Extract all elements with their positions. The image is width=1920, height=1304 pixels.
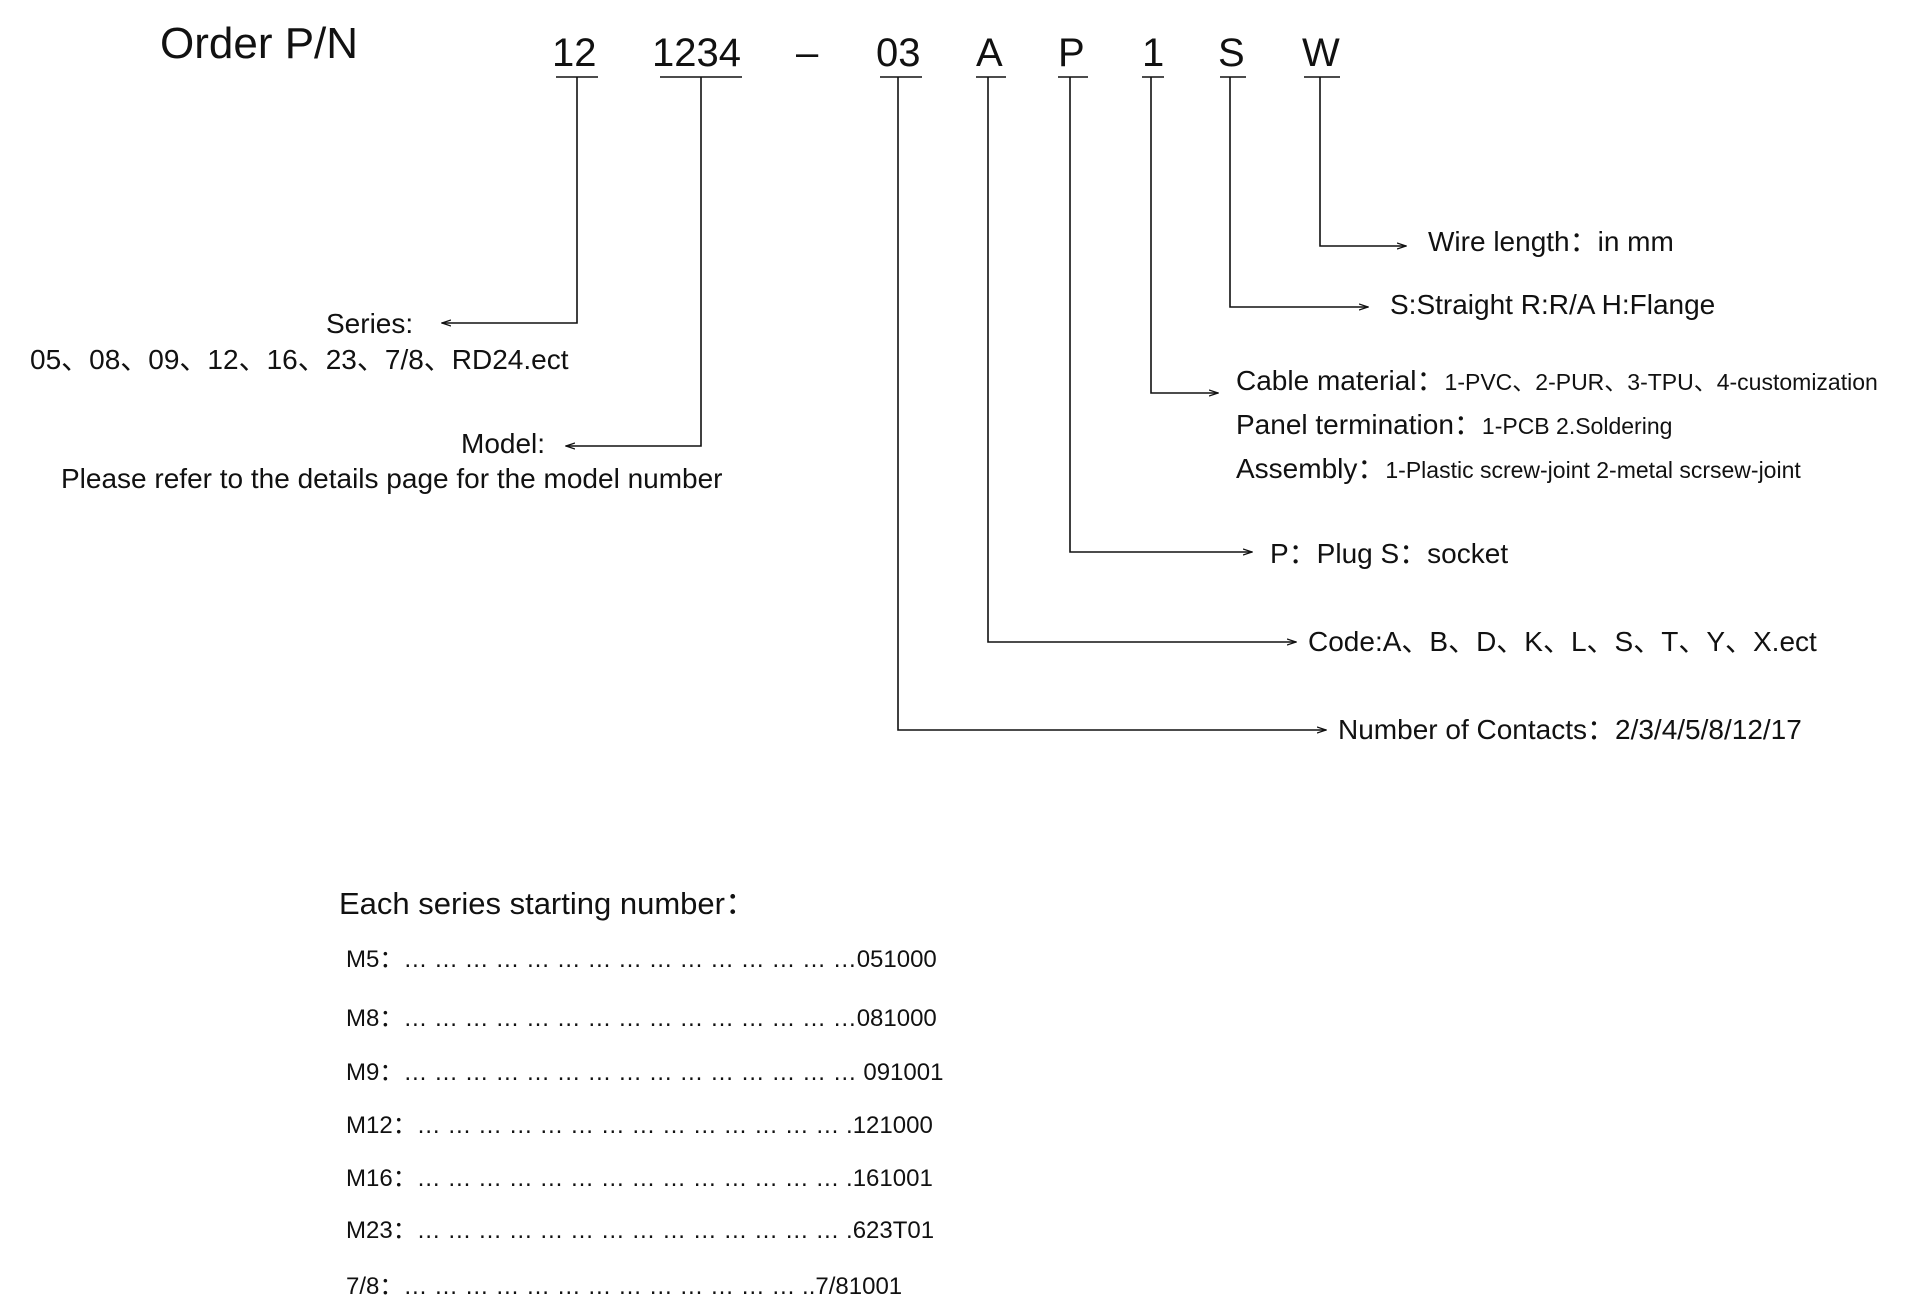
cable-material-values: 1-PVC、2-PUR、3-TPU、4-customization	[1444, 369, 1878, 395]
code-dash: –	[796, 31, 819, 75]
contacts-values: ：2/3/4/5/8/12/17	[1587, 714, 1802, 745]
page-title: Order P/N	[160, 19, 359, 68]
assembly-values: 1-Plastic screw-joint 2-metal scrsew-joi…	[1385, 457, 1801, 483]
series-start-row-m9: M9：… … … … … … … … … … … … … … … 091001	[346, 1059, 944, 1086]
panel-termination-values: 1-PCB 2.Soldering	[1481, 413, 1673, 439]
leader-shape	[1229, 77, 1368, 307]
code-shape: S	[1218, 31, 1245, 75]
leader-cable	[1150, 77, 1218, 393]
model-label: Model:	[461, 428, 546, 459]
plug-socket-label: P：Plug S：socket	[1270, 538, 1509, 569]
series-start-row-m8: M8：… … … … … … … … … … … … … … …081000	[346, 1005, 937, 1032]
wire-length-label: Wire length：in mm	[1428, 226, 1674, 257]
leader-code	[987, 77, 1296, 642]
code-series: 12	[552, 31, 597, 75]
model-text: Please refer to the details page for the…	[61, 463, 723, 494]
leader-wire	[1319, 77, 1406, 246]
code-model: 1234	[652, 31, 741, 75]
series-start-row-m16: M16：… … … … … … … … … … … … … … .161001	[346, 1165, 933, 1192]
panel-termination-line: Panel termination：1-PCB 2.Soldering	[1236, 411, 1672, 439]
series-start-row-m23: M23：… … … … … … … … … … … … … … .623T01	[346, 1217, 935, 1244]
code-options-label: Code:A、B、D、K、L、S、T、Y、X.ect	[1308, 626, 1817, 657]
series-label: Series:	[326, 308, 414, 339]
assembly-line: Assembly：1-Plastic screw-joint 2-metal s…	[1236, 455, 1801, 483]
leader-series	[442, 77, 578, 323]
code-code: A	[976, 31, 1003, 75]
series-values: 05、08、09、12、16、23、7/8、RD24.ect	[30, 344, 569, 375]
leader-plug	[1069, 77, 1252, 552]
series-start-row-m5: M5：… … … … … … … … … … … … … … …051000	[346, 946, 937, 973]
series-start-heading: Each series starting number：	[339, 886, 756, 921]
code-wire: W	[1302, 31, 1340, 75]
leader-contacts	[897, 77, 1326, 730]
code-cable: 1	[1142, 31, 1165, 75]
contacts-label: Number of Contacts	[1338, 714, 1587, 745]
code-plug: P	[1058, 31, 1085, 75]
code-contacts: 03	[876, 31, 921, 75]
shape-label: S:Straight R:R/A H:Flange	[1390, 289, 1716, 320]
series-start-row-m12: M12：… … … … … … … … … … … … … … .121000	[346, 1112, 933, 1139]
cable-material-line: Cable material：1-PVC、2-PUR、3-TPU、4-custo…	[1236, 367, 1878, 395]
cable-material-label: Cable material：	[1236, 365, 1445, 396]
panel-termination-label: Panel termination：	[1236, 409, 1482, 440]
series-start-row-78: 7/8：… … … … … … … … … … … … … ..7/81001	[346, 1273, 903, 1300]
assembly-label: Assembly：	[1236, 453, 1386, 484]
contacts-line: Number of Contacts：2/3/4/5/8/12/17	[1338, 716, 1802, 744]
leader-model	[566, 77, 702, 446]
